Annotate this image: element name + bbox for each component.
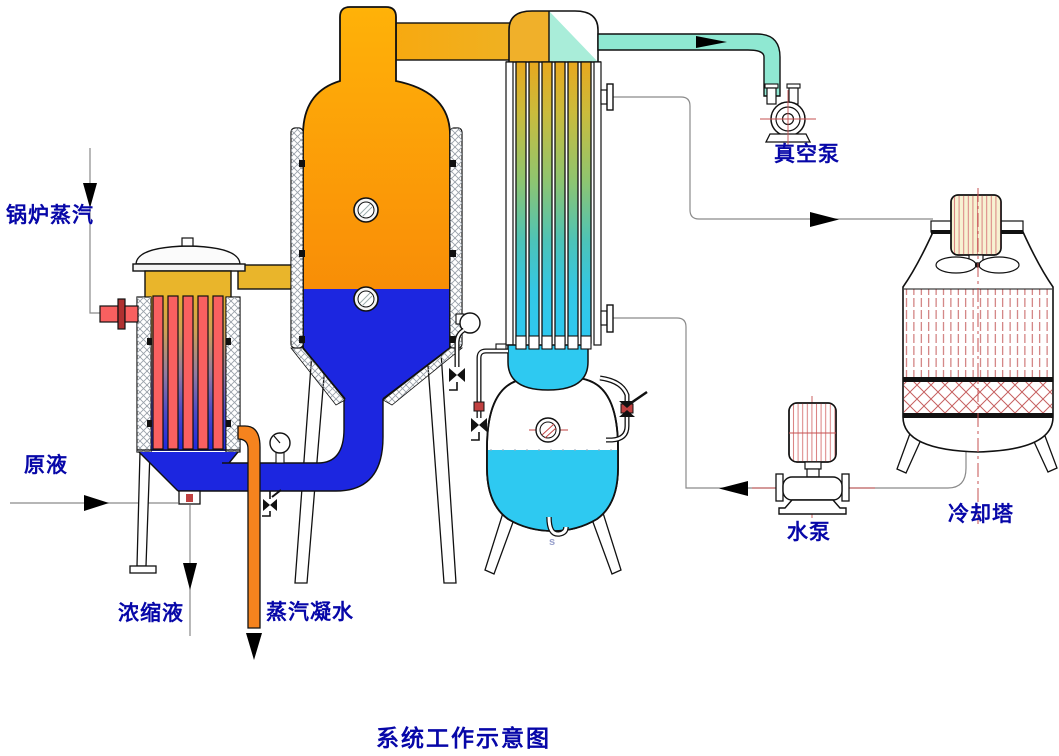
vacuum-pump [760, 83, 816, 146]
vacuum-pump-assembly [597, 33, 816, 146]
condenser-tubes [515, 61, 592, 344]
drain-valve-a [449, 368, 457, 382]
sample-valve [262, 489, 282, 517]
tower-band-upper [903, 377, 1053, 382]
vapor-duct [395, 22, 513, 61]
condensate-system [178, 425, 291, 660]
level-gauge-dial [459, 312, 481, 334]
arrow-right-vacuum [696, 36, 727, 48]
preheater-leg [136, 451, 151, 567]
receiver-tank [471, 335, 648, 575]
water-pump [752, 396, 875, 518]
sight-glass-lower [353, 286, 379, 312]
condensate-pipe [237, 425, 261, 629]
label-water-pump: 水泵 [787, 521, 831, 544]
circulation-pipe-inner-edge [222, 399, 345, 464]
receiver-sight-glass [529, 417, 568, 443]
label-cooling-tower: 冷却塔 [948, 503, 1014, 526]
arrow-right-raw-liquid [84, 495, 109, 511]
condenser-nozzle-upper [600, 83, 614, 111]
label-raw-liquid: 原液 [24, 454, 68, 477]
preheater-insulation [136, 296, 241, 453]
label-vacuum-pump: 真空泵 [774, 143, 840, 166]
arrow-left-pump-discharge [719, 481, 748, 496]
label-drain-mark: s [549, 536, 556, 548]
fan-blade-right [978, 256, 1020, 274]
arrow-right-to-tower [810, 212, 839, 227]
steam-inlet-flange [117, 298, 126, 330]
condenser-bottom-bowl [507, 344, 589, 391]
valve-lever [630, 390, 648, 405]
condenser [495, 10, 614, 353]
pump-foot [778, 499, 847, 515]
cooling-water-supply-line [613, 317, 778, 489]
fan-motor-stripes [951, 195, 1001, 255]
circulation-pipe-outer-edge [178, 399, 384, 492]
receiver-liquid [487, 450, 618, 531]
fan-blade-left [935, 256, 977, 274]
preheater-tubes [152, 295, 224, 450]
receiver-vent-pipe [471, 348, 508, 441]
arrow-down-boiler-steam [83, 183, 97, 208]
flow-arrows [83, 183, 839, 590]
receiver-drain-pipe [546, 516, 569, 537]
condenser-wall-right [593, 61, 602, 346]
condenser-wall-left [505, 61, 514, 346]
evaporator [178, 6, 513, 584]
steam-inlet-nozzle [99, 298, 139, 330]
pump-flange-right [841, 473, 850, 502]
preheater-flange-plate [132, 263, 246, 272]
level-gauge-assembly [449, 312, 481, 391]
vacuum-suction-pipe [597, 33, 781, 97]
condenser-nozzle-lower [600, 304, 614, 333]
evaporator-insulation [290, 127, 464, 406]
condenser-tube-ends [515, 335, 592, 350]
pressure-gauge [269, 432, 291, 464]
concentrate-outlet-nozzle [178, 490, 201, 505]
condenser-header-right [549, 11, 598, 62]
evaporator-liquid [200, 289, 450, 491]
pump-motor-stripes [789, 403, 836, 462]
preheater-lid [135, 245, 241, 265]
boiler-steam-line [89, 148, 100, 314]
label-concentrated-liquid: 浓缩液 [118, 602, 184, 625]
preheater-foot [129, 565, 157, 574]
condenser-header-left [509, 11, 549, 62]
hot-water-return-line [613, 96, 933, 220]
tower-suction-line [848, 448, 967, 489]
pump-flange-left [775, 473, 784, 502]
page-title: 系统工作示意图 [376, 725, 551, 751]
receiver-side-valve [599, 375, 648, 443]
cooling-tower [896, 188, 1058, 524]
label-steam-condensate: 蒸汽凝水 [266, 601, 354, 624]
preheater-lid-knob [181, 237, 194, 247]
preheater [99, 237, 307, 574]
pump-casing [782, 476, 843, 501]
label-boiler-steam: 锅炉蒸汽 [6, 204, 94, 227]
pump-coupling [804, 461, 822, 470]
evaporator-leg-right [426, 351, 457, 584]
flow-lines [10, 96, 967, 636]
sight-glass-upper [353, 197, 379, 223]
arrow-down-condensate [246, 633, 262, 660]
preheater-steam-chamber [144, 270, 232, 299]
arrow-down-concentrate [183, 563, 197, 590]
